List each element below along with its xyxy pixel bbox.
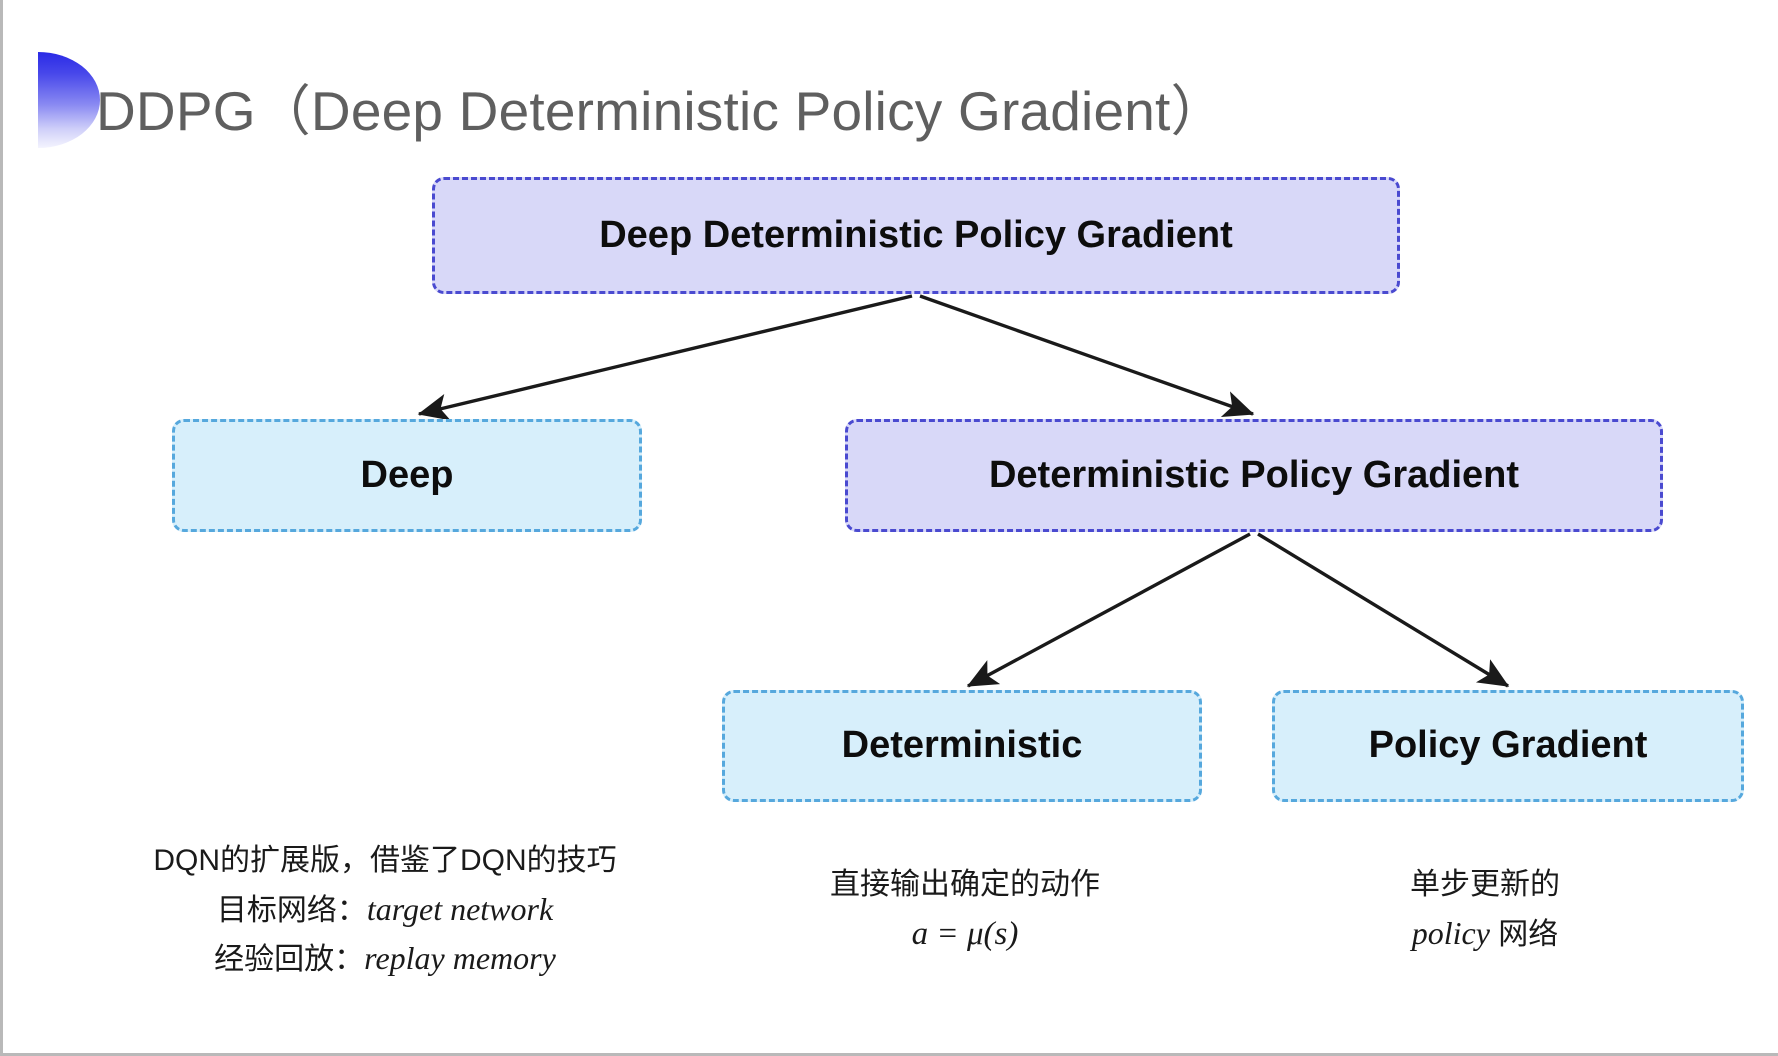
title-bullet-icon (38, 52, 100, 148)
node-deep[interactable]: Deep (172, 419, 642, 532)
node-label: Policy Gradient (1368, 724, 1648, 767)
node-label: Deep Deterministic Policy Gradient (599, 213, 1233, 256)
caption-deep-line2-term: target network (366, 890, 554, 927)
caption-policy-gradient-term: policy (1411, 914, 1490, 951)
node-deep-deterministic-policy-gradient[interactable]: Deep Deterministic Policy Gradient (432, 177, 1400, 294)
caption-deterministic-line1: 直接输出确定的动作 (830, 868, 1100, 901)
caption-deep-line3-label: 经验回放： (214, 943, 365, 977)
caption-policy-gradient-suffix: 网络 (1489, 917, 1559, 951)
caption-deterministic-formula: a = μ(s) (911, 915, 1019, 952)
caption-policy-gradient-line1: 单步更新的 (1410, 868, 1560, 901)
node-deterministic-policy-gradient[interactable]: Deterministic Policy Gradient (845, 419, 1663, 532)
node-deterministic[interactable]: Deterministic (722, 690, 1202, 802)
caption-deep-line2-label: 目标网络： (216, 893, 367, 927)
node-label: Deterministic Policy Gradient (988, 453, 1520, 496)
edge-root-to-dpg (919, 294, 1255, 418)
edge-dpg-to-policy-gradient (1257, 532, 1510, 688)
slide-left-edge (0, 0, 3, 1056)
caption-policy-gradient-line2: policy 网络 (1320, 909, 1650, 959)
page-title: DDPG（Deep Deterministic Policy Gradient） (96, 80, 1226, 142)
caption-policy-gradient: 单步更新的 policy 网络 (1320, 862, 1650, 958)
node-policy-gradient[interactable]: Policy Gradient (1272, 690, 1744, 802)
caption-deep-line3: 经验回放：replay memory (100, 934, 670, 984)
node-label: Deterministic (841, 724, 1083, 767)
caption-deep-line1: DQN的扩展版，借鉴了DQN的技巧 (153, 844, 617, 877)
edge-root-to-deep (417, 294, 913, 421)
node-label: Deep (360, 453, 454, 496)
caption-deep-line2: 目标网络：target network (100, 885, 670, 935)
edge-dpg-to-deterministic (966, 532, 1251, 688)
caption-deep: DQN的扩展版，借鉴了DQN的技巧 目标网络：target network 经验… (100, 838, 670, 984)
caption-deep-line3-term: replay memory (364, 940, 556, 977)
slide-bottom-edge (0, 1053, 1778, 1056)
caption-deterministic: 直接输出确定的动作 a = μ(s) (770, 862, 1160, 960)
